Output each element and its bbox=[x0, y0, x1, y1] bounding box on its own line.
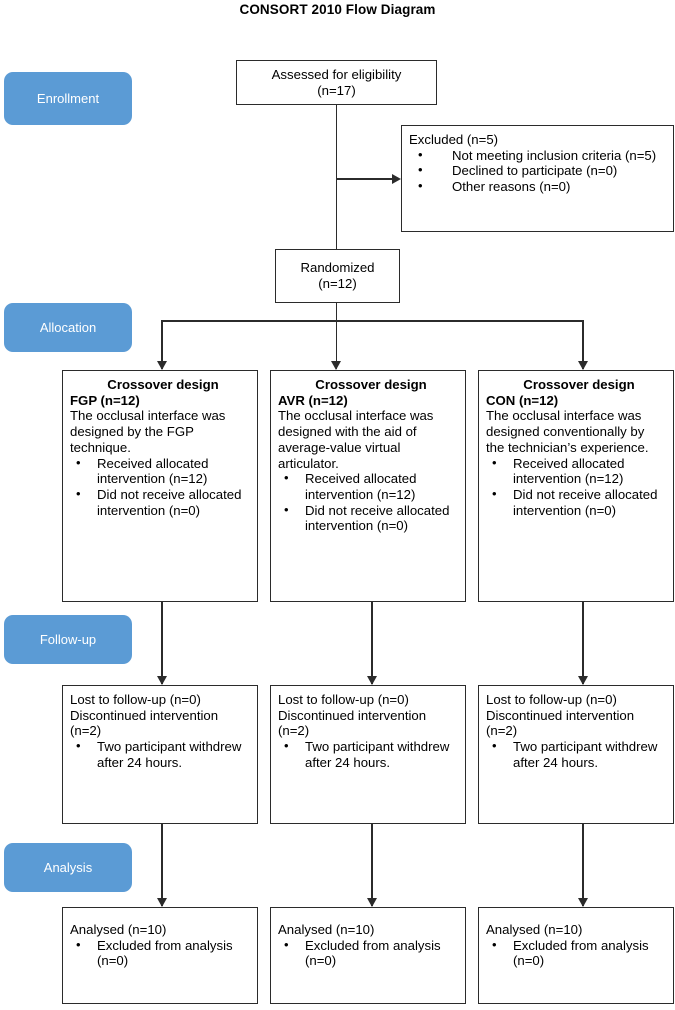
allocation-box-fgp: Crossover design FGP (n=12) The occlusal… bbox=[62, 370, 258, 602]
allocation-con-heading: Crossover design CON (n=12) bbox=[486, 377, 666, 408]
stage-label-followup-text: Follow-up bbox=[39, 632, 97, 647]
followup-con-line-1: Lost to follow-up (n=0) bbox=[486, 692, 617, 707]
followup-con-bullet-list: Two participant withdrew after 24 hours. bbox=[486, 738, 666, 770]
page-title: CONSORT 2010 Flow Diagram bbox=[239, 2, 436, 17]
allocation-bullet-item: Did not receive allocated intervention (… bbox=[70, 486, 250, 518]
analysis-con-bullet-list: Excluded from analysis (n=0) bbox=[486, 937, 666, 969]
analysis-bullet-item: Excluded from analysis (n=0) bbox=[70, 937, 250, 969]
allocation-box-avr: Crossover design AVR (n=12) The occlusal… bbox=[270, 370, 466, 602]
allocation-bullet-item: Did not receive allocated intervention (… bbox=[278, 502, 458, 534]
followup-bullet-item: Two participant withdrew after 24 hours. bbox=[278, 738, 458, 770]
arrow-to-avr-allocation bbox=[331, 361, 341, 370]
arrow-to-con-analysis bbox=[578, 898, 588, 907]
stage-label-enrollment-text: Enrollment bbox=[36, 91, 100, 106]
analysis-avr-line-1: Analysed (n=10) bbox=[278, 922, 375, 937]
analysis-box-avr: Analysed (n=10) Excluded from analysis (… bbox=[270, 907, 466, 1004]
arrow-to-fgp-allocation bbox=[157, 361, 167, 370]
arrow-to-fgp-analysis bbox=[157, 898, 167, 907]
arrow-to-avr-analysis bbox=[367, 898, 377, 907]
arrow-to-con-allocation bbox=[578, 361, 588, 370]
randomized-box: Randomized (n=12) bbox=[275, 249, 400, 303]
arrow-to-fgp-followup bbox=[157, 676, 167, 685]
allocation-avr-heading-line-1: Crossover design bbox=[315, 377, 427, 392]
excluded-bullet-item: Other reasons (n=0) bbox=[409, 178, 666, 195]
connector-avr-followup-to-analysis bbox=[371, 824, 373, 906]
allocation-fgp-heading-line-2: FGP (n=12) bbox=[70, 392, 140, 408]
allocation-fgp-bullet-list: Received allocated intervention (n=12) D… bbox=[70, 455, 250, 519]
allocation-fgp-description: The occlusal interface was designed by t… bbox=[70, 408, 226, 455]
stage-label-allocation-text: Allocation bbox=[39, 320, 97, 335]
followup-box-avr: Lost to follow-up (n=0) Discontinued int… bbox=[270, 685, 466, 824]
connector-fgp-followup-to-analysis bbox=[161, 824, 163, 906]
followup-fgp-bullet-list: Two participant withdrew after 24 hours. bbox=[70, 738, 250, 770]
followup-box-fgp: Lost to follow-up (n=0) Discontinued int… bbox=[62, 685, 258, 824]
arrow-to-con-followup bbox=[578, 676, 588, 685]
followup-avr-line-1: Lost to follow-up (n=0) bbox=[278, 692, 409, 707]
stage-label-allocation: Allocation bbox=[4, 303, 132, 352]
excluded-bullet-item: Declined to participate (n=0) bbox=[409, 162, 666, 179]
assessed-for-eligibility-box: Assessed for eligibility (n=17) bbox=[236, 60, 437, 105]
allocation-avr-description: The occlusal interface was designed with… bbox=[278, 408, 434, 471]
stage-label-followup: Follow-up bbox=[4, 615, 132, 664]
connector-avr-allocation-to-followup bbox=[371, 602, 373, 684]
allocation-avr-bullet-list: Received allocated intervention (n=12) D… bbox=[278, 470, 458, 534]
allocation-bullet-item: Received allocated intervention (n=12) bbox=[70, 455, 250, 487]
followup-avr-line-2: Discontinued intervention (n=2) bbox=[278, 707, 427, 739]
allocation-fgp-heading: Crossover design FGP (n=12) bbox=[70, 377, 250, 408]
excluded-box: Excluded (n=5) Not meeting inclusion cri… bbox=[401, 125, 674, 232]
allocation-con-bullet-list: Received allocated intervention (n=12) D… bbox=[486, 455, 666, 519]
followup-con-line-2: Discontinued intervention (n=2) bbox=[486, 707, 635, 739]
analysis-fgp-line-1: Analysed (n=10) bbox=[70, 922, 167, 937]
allocation-con-heading-line-1: Crossover design bbox=[523, 377, 635, 392]
analysis-fgp-bullet-list: Excluded from analysis (n=0) bbox=[70, 937, 250, 969]
followup-fgp-line-2: Discontinued intervention (n=2) bbox=[70, 707, 219, 739]
arrow-to-excluded bbox=[392, 174, 401, 184]
followup-bullet-item: Two participant withdrew after 24 hours. bbox=[486, 738, 666, 770]
connector-con-allocation-to-followup bbox=[582, 602, 584, 684]
connector-split-to-fgp bbox=[161, 320, 163, 369]
analysis-avr-bullet-list: Excluded from analysis (n=0) bbox=[278, 937, 458, 969]
connector-split-to-con bbox=[582, 320, 584, 369]
connector-fgp-allocation-to-followup bbox=[161, 602, 163, 684]
connector-randomized-stem bbox=[335, 303, 338, 369]
allocation-bullet-item: Did not receive allocated intervention (… bbox=[486, 486, 666, 518]
stage-label-analysis: Analysis bbox=[4, 843, 132, 892]
allocation-con-description: The occlusal interface was designed conv… bbox=[486, 408, 649, 455]
allocation-bullet-item: Received allocated intervention (n=12) bbox=[486, 455, 666, 487]
allocation-box-con: Crossover design CON (n=12) The occlusal… bbox=[478, 370, 674, 602]
analysis-box-fgp: Analysed (n=10) Excluded from analysis (… bbox=[62, 907, 258, 1004]
analysis-con-line-1: Analysed (n=10) bbox=[486, 922, 583, 937]
followup-box-con: Lost to follow-up (n=0) Discontinued int… bbox=[478, 685, 674, 824]
allocation-avr-heading-line-2: AVR (n=12) bbox=[278, 392, 348, 408]
analysis-box-con: Analysed (n=10) Excluded from analysis (… bbox=[478, 907, 674, 1004]
allocation-bullet-item: Received allocated intervention (n=12) bbox=[278, 470, 458, 502]
allocation-avr-heading: Crossover design AVR (n=12) bbox=[278, 377, 458, 408]
excluded-heading: Excluded (n=5) bbox=[409, 132, 499, 147]
allocation-con-heading-line-2: CON (n=12) bbox=[486, 392, 559, 408]
followup-fgp-line-1: Lost to follow-up (n=0) bbox=[70, 692, 201, 707]
randomized-line-2: (n=12) bbox=[318, 276, 357, 291]
followup-bullet-item: Two participant withdrew after 24 hours. bbox=[70, 738, 250, 770]
analysis-bullet-item: Excluded from analysis (n=0) bbox=[278, 937, 458, 969]
analysis-bullet-item: Excluded from analysis (n=0) bbox=[486, 937, 666, 969]
connector-allocation-split bbox=[161, 320, 584, 322]
assessed-line-1: Assessed for eligibility bbox=[271, 66, 402, 82]
excluded-bullet-list: Not meeting inclusion criteria (n=5) Dec… bbox=[409, 147, 666, 195]
connector-eligibility-to-excluded bbox=[335, 178, 394, 180]
excluded-bullet-item: Not meeting inclusion criteria (n=5) bbox=[409, 147, 666, 164]
followup-avr-bullet-list: Two participant withdrew after 24 hours. bbox=[278, 738, 458, 770]
randomized-line-1: Randomized bbox=[300, 260, 375, 276]
arrow-to-avr-followup bbox=[367, 676, 377, 685]
stage-label-enrollment: Enrollment bbox=[4, 72, 132, 125]
stage-label-analysis-text: Analysis bbox=[43, 860, 93, 875]
allocation-fgp-heading-line-1: Crossover design bbox=[107, 377, 219, 392]
connector-eligibility-to-randomized bbox=[335, 105, 338, 249]
assessed-line-2: (n=17) bbox=[317, 82, 356, 98]
connector-con-followup-to-analysis bbox=[582, 824, 584, 906]
